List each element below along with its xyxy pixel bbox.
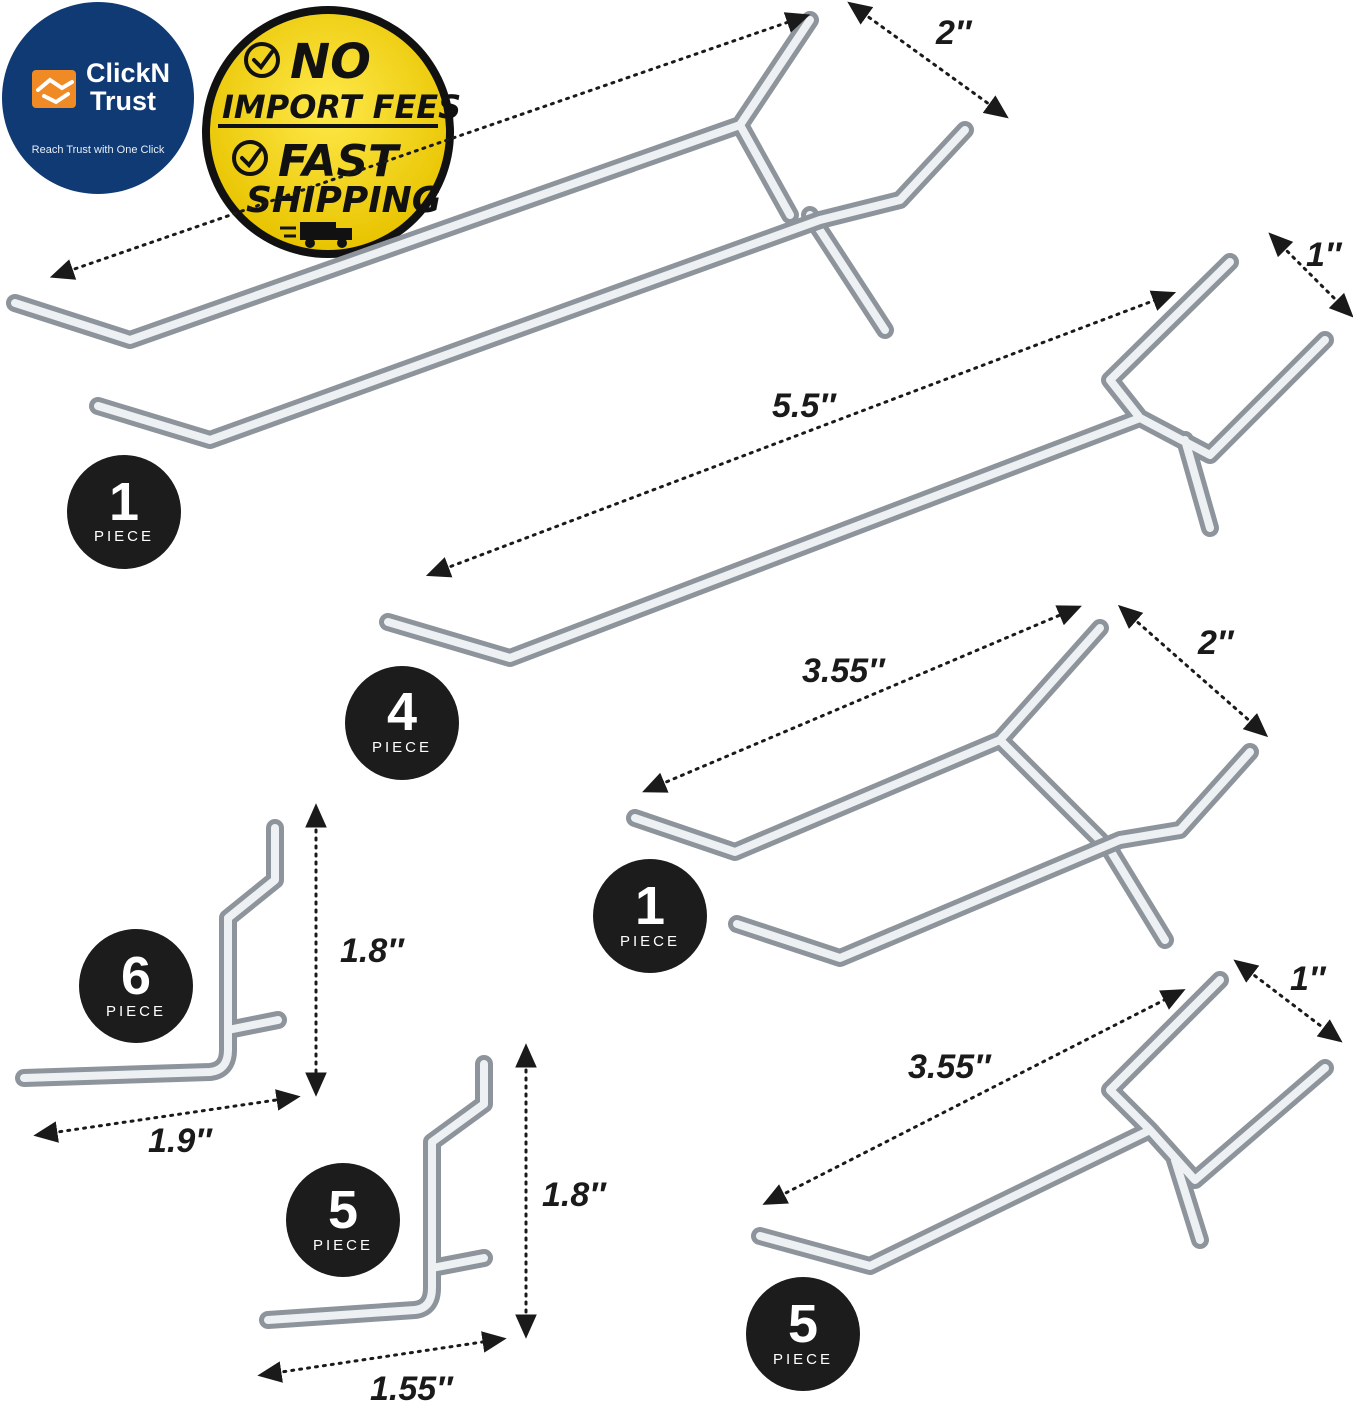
badge-count: 1 bbox=[109, 472, 139, 532]
dim-double-small-width: 2″ bbox=[1197, 624, 1235, 662]
dim-line-single-large-width bbox=[1268, 232, 1353, 318]
seal-line2: IMPORT FEES bbox=[222, 88, 461, 126]
logo-title-line2: Trust bbox=[90, 86, 156, 116]
quantity-badge: 5 PIECE bbox=[286, 1163, 400, 1277]
dim-line-single-small-width bbox=[1233, 959, 1343, 1043]
dim-single-large-width: 1″ bbox=[1306, 236, 1343, 274]
dim-l-large-height: 1.8″ bbox=[340, 932, 405, 970]
badge-unit: PIECE bbox=[372, 739, 432, 756]
handshake-icon bbox=[32, 70, 76, 108]
seal-line1: NO bbox=[290, 34, 371, 90]
quantity-badge: 5 PIECE bbox=[746, 1277, 860, 1391]
logo-tagline: Reach Trust with One Click bbox=[32, 144, 165, 156]
dim-l-large-length: 1.9″ bbox=[148, 1122, 213, 1160]
badge-unit: PIECE bbox=[94, 528, 154, 545]
dim-line-double-small-width bbox=[1117, 604, 1269, 738]
dim-l-small-height: 1.8″ bbox=[542, 1176, 607, 1214]
l-hook-small bbox=[259, 1055, 493, 1329]
no-import-fees-seal: NO IMPORT FEES FAST SHIPPING bbox=[202, 6, 461, 258]
badge-unit: PIECE bbox=[313, 1237, 373, 1254]
dim-double-small-length: 3.55″ bbox=[802, 652, 886, 690]
badge-count: 1 bbox=[635, 876, 665, 936]
dim-single-large-length: 5.5″ bbox=[772, 387, 837, 425]
dim-single-small-width: 1″ bbox=[1290, 960, 1327, 998]
dim-line-double-large-length bbox=[49, 12, 811, 280]
badge-count: 5 bbox=[328, 1180, 358, 1240]
dim-line-single-small-length bbox=[762, 989, 1186, 1205]
badge-count: 4 bbox=[387, 682, 417, 742]
dim-double-large-width: 2″ bbox=[935, 14, 973, 52]
clickn-trust-logo: ClickN Trust Reach Trust with One Click bbox=[2, 2, 194, 194]
quantity-badge: 1 PIECE bbox=[593, 859, 707, 973]
badge-unit: PIECE bbox=[620, 933, 680, 950]
logo-title-line1: ClickN bbox=[86, 58, 170, 88]
l-hook-large bbox=[15, 819, 287, 1087]
dim-l-small-length: 1.55″ bbox=[370, 1370, 454, 1406]
quantity-badge: 4 PIECE bbox=[345, 666, 459, 780]
dim-single-small-length: 3.55″ bbox=[908, 1048, 992, 1086]
double-hook-small bbox=[626, 619, 1259, 967]
badge-count: 6 bbox=[121, 946, 151, 1006]
dim-line-l-small-length bbox=[257, 1331, 507, 1383]
dim-line-single-large-length bbox=[425, 290, 1177, 578]
seal-line4: SHIPPING bbox=[246, 180, 441, 221]
single-hook-small bbox=[751, 971, 1334, 1275]
badge-count: 5 bbox=[788, 1294, 818, 1354]
dim-line-double-large-width bbox=[847, 1, 1009, 119]
dim-line-l-large-length bbox=[33, 1089, 301, 1143]
badge-unit: PIECE bbox=[773, 1351, 833, 1368]
badge-unit: PIECE bbox=[106, 1003, 166, 1020]
quantity-badge: 6 PIECE bbox=[79, 929, 193, 1043]
quantity-badge: 1 PIECE bbox=[67, 455, 181, 569]
